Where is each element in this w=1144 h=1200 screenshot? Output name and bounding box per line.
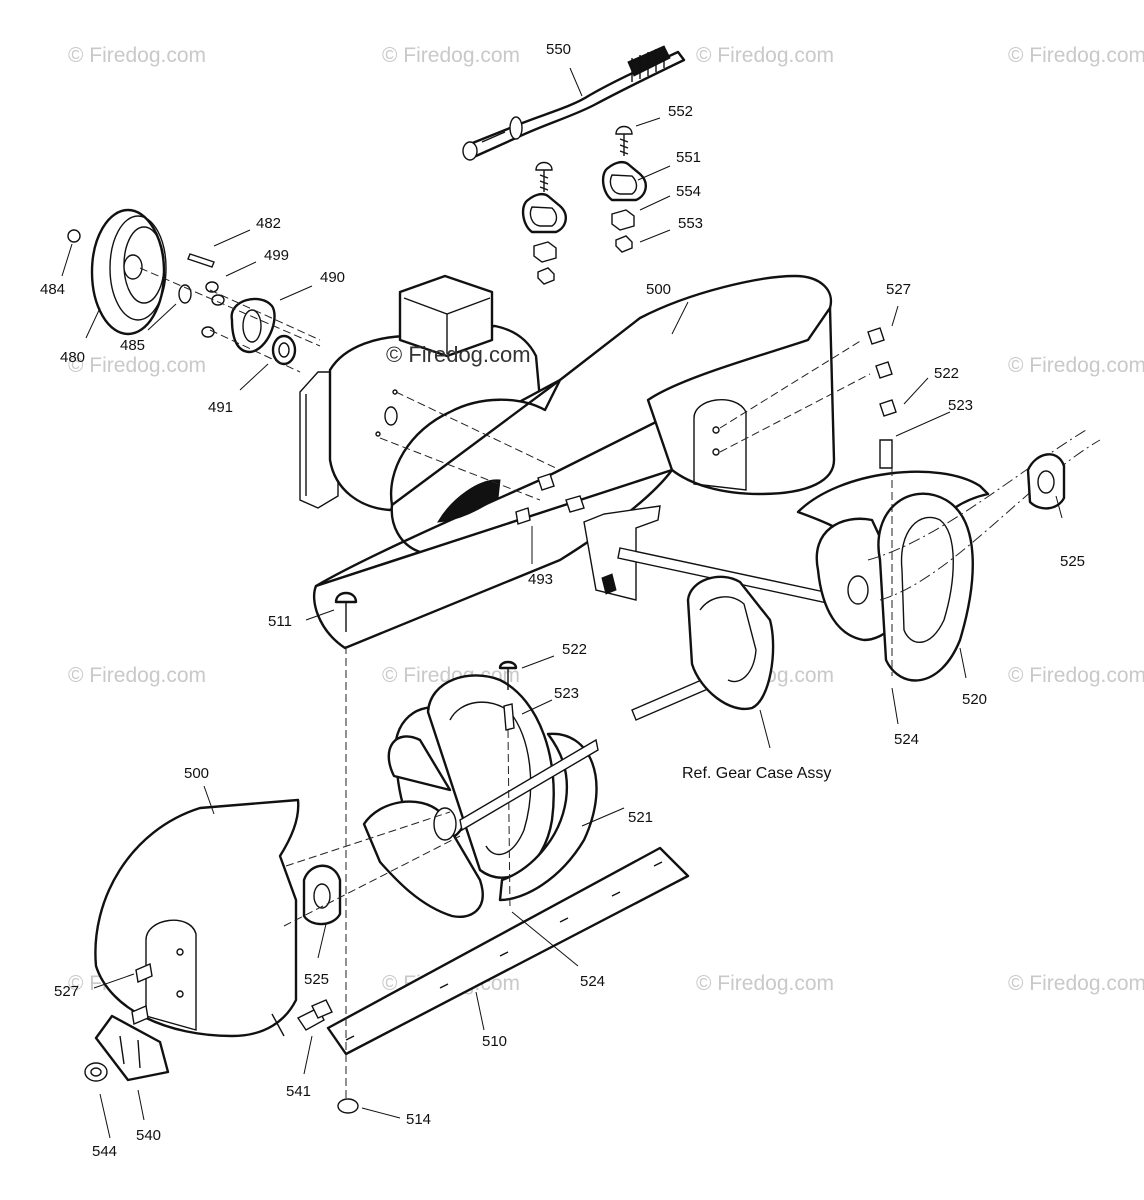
callout-493: 493 — [528, 571, 553, 588]
chute-bracket-hardware-right — [601, 125, 647, 253]
watermark: © Firedog.com — [1008, 972, 1144, 995]
watermark: © Firedog.com — [68, 664, 206, 687]
callout-522-center: 522 — [562, 641, 587, 658]
gear-case-assembly — [583, 505, 835, 721]
callout-552: 552 — [668, 103, 693, 120]
callout-551: 551 — [676, 149, 701, 166]
bearing-flange-right — [1026, 453, 1066, 510]
callout-527-left: 527 — [54, 983, 79, 1000]
callout-510: 510 — [482, 1033, 507, 1050]
pulley-assembly — [67, 208, 321, 373]
callout-480: 480 — [60, 349, 85, 366]
callout-521: 521 — [628, 809, 653, 826]
auger-housing-upper — [299, 274, 836, 650]
alignment-lines — [283, 339, 893, 1100]
callout-523-right: 523 — [948, 397, 973, 414]
auger-right — [796, 429, 1101, 682]
callout-485: 485 — [120, 337, 145, 354]
callout-514: 514 — [406, 1111, 431, 1128]
callout-labels: 550 552 551 554 553 482 499 490 484 480 … — [40, 41, 1085, 1160]
discharge-chute-base — [398, 274, 494, 358]
leader-lines — [61, 67, 1063, 1139]
reference-label: Ref. Gear Case Assy — [682, 765, 831, 782]
callout-484: 484 — [40, 281, 65, 298]
callout-523-center: 523 — [554, 685, 579, 702]
watermark: © Firedog.com — [696, 972, 834, 995]
side-plate-right — [646, 306, 836, 496]
callout-499: 499 — [264, 247, 289, 264]
chute-bracket-hardware-left — [521, 161, 567, 285]
watermark: © Firedog.com — [1008, 354, 1144, 377]
crank-knurl — [627, 45, 671, 82]
callout-553: 553 — [678, 215, 703, 232]
callout-490: 490 — [320, 269, 345, 286]
bearing-flange-left — [302, 864, 342, 926]
auger-housing-lower — [94, 798, 300, 1038]
callout-525-right: 525 — [1060, 553, 1085, 570]
callout-540: 540 — [136, 1127, 161, 1144]
callout-500-upper: 500 — [646, 281, 671, 298]
callout-500-lower: 500 — [184, 765, 209, 782]
watermark-grid: © Firedog.com © Firedog.com © Firedog.co… — [68, 44, 1144, 995]
housing-bolts — [334, 327, 897, 632]
callout-554: 554 — [676, 183, 701, 200]
chute-crank — [462, 45, 686, 161]
callout-482: 482 — [256, 215, 281, 232]
callout-522-right: 522 — [934, 365, 959, 382]
callout-541: 541 — [286, 1083, 311, 1100]
watermark: © Firedog.com — [696, 44, 834, 67]
callout-520: 520 — [962, 691, 987, 708]
callout-550: 550 — [546, 41, 571, 58]
watermark: © Firedog.com — [382, 44, 520, 67]
watermark: © Firedog.com — [68, 44, 206, 67]
callout-544: 544 — [92, 1143, 117, 1160]
auger-left — [362, 674, 599, 919]
callout-527-right: 527 — [886, 281, 911, 298]
callout-491: 491 — [208, 399, 233, 416]
shear-pin-set — [498, 660, 518, 731]
callout-511: 511 — [268, 613, 292, 630]
watermark: © Firedog.com — [68, 354, 206, 377]
callout-524-right: 524 — [894, 731, 919, 748]
watermark: © Firedog.com — [1008, 664, 1144, 687]
skid-shoe-assembly — [84, 963, 333, 1082]
watermark: © Firedog.com — [1008, 44, 1144, 67]
scraper-bar — [326, 846, 690, 1114]
center-watermark: © Firedog.com — [386, 342, 531, 367]
callout-525-left: 525 — [304, 971, 329, 988]
callout-524-center: 524 — [580, 973, 605, 990]
